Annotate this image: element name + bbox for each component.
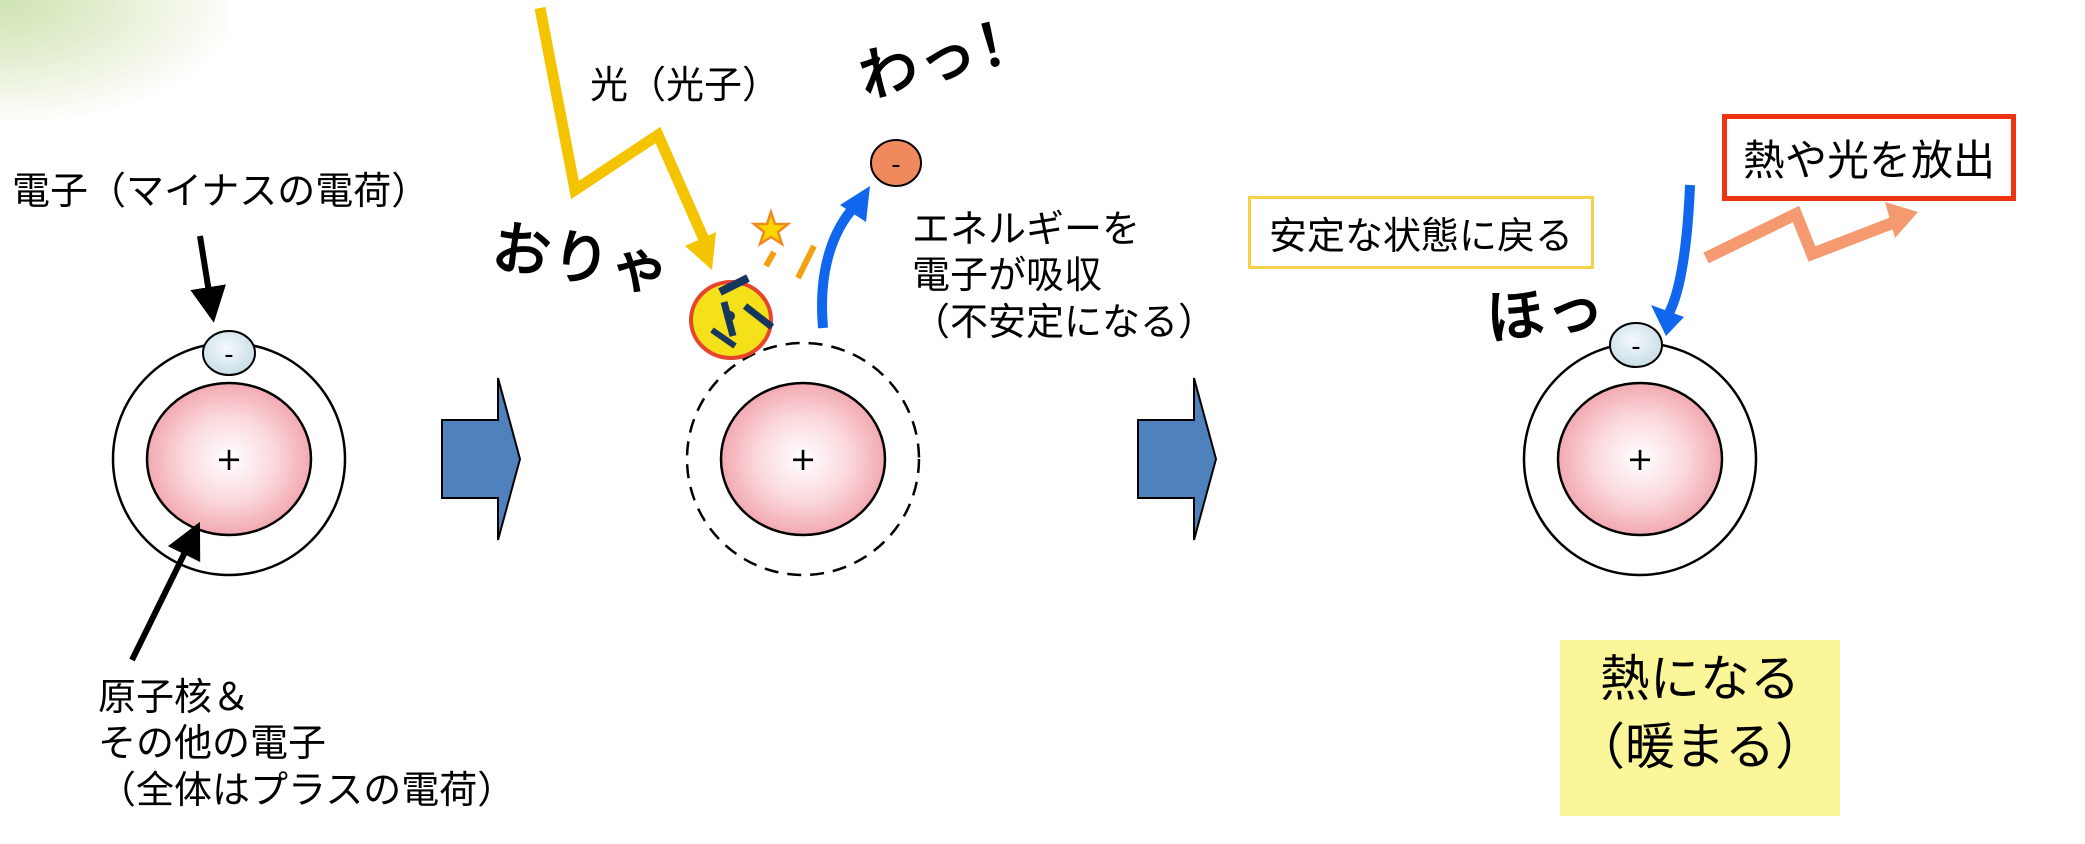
atom-excited-state: +: [685, 341, 921, 577]
corner-decoration: [0, 0, 230, 120]
block-arrow-2: [1137, 377, 1218, 541]
electron-minus-sign: -: [224, 340, 233, 370]
energy-label-line3: （不安定になる）: [912, 299, 1217, 344]
atom-ground-state: + -: [111, 330, 347, 577]
photon-arrow: [534, 6, 712, 247]
heat-box: 熱になる （暖まる）: [1560, 640, 1840, 816]
blue-arrow-up-head: [840, 186, 870, 222]
atom-relaxed-state: + -: [1522, 322, 1758, 577]
nucleus-label: 原子核＆ その他の電子 （全体はプラスの電荷）: [98, 674, 515, 813]
electron-minus-sign: -: [891, 150, 900, 180]
energy-label-line1: エネルギーを: [912, 207, 1141, 251]
spark-mark: [795, 244, 817, 280]
photon-label: 光（光子）: [590, 63, 781, 107]
electron: [202, 330, 256, 376]
nucleus: [719, 381, 887, 537]
photon-arrowhead: [685, 232, 716, 270]
blue-arrow-down-head: [1651, 305, 1684, 336]
pointer-arrow-electron: [190, 235, 226, 323]
nucleus-plus-sign: +: [216, 440, 243, 478]
emission-arrow: [1703, 205, 1898, 264]
blue-arrow-down: [1663, 184, 1695, 318]
collision-burst: [689, 274, 775, 360]
heat-box-line2: （暖まる）: [1575, 717, 1825, 776]
block-arrow-1: [441, 377, 522, 541]
electron-label: 電子（マイナスの電荷）: [12, 169, 430, 213]
emit-box: 熱や光を放出: [1722, 114, 2017, 201]
spark-mark: [763, 250, 777, 268]
nucleus-plus-sign: +: [790, 440, 817, 478]
nucleus-label-line3: （全体はプラスの電荷）: [98, 767, 516, 812]
emission-arrowhead: [1885, 202, 1918, 238]
pointer-arrow-nucleus: [129, 521, 201, 662]
blue-arrow-up: [817, 202, 859, 329]
star-icon: [750, 208, 792, 247]
electron-minus-sign: -: [1631, 332, 1640, 362]
energy-label: エネルギーを 電子が吸収 （不安定になる）: [912, 206, 1216, 345]
nucleus: [145, 381, 313, 537]
nucleus: [1556, 381, 1724, 537]
electron: [1609, 322, 1663, 368]
nucleus-plus-sign: +: [1627, 440, 1654, 478]
nucleus-label-line2: その他の電子: [98, 721, 327, 766]
energy-label-line2: 電子が吸収: [912, 253, 1103, 298]
nucleus-label-line1: 原子核＆: [98, 675, 251, 719]
heat-box-line1: 熱になる: [1600, 650, 1800, 708]
sound-ho: ほっ: [1482, 272, 1610, 354]
electron-excited: [870, 139, 922, 187]
stable-state-box: 安定な状態に戻る: [1248, 196, 1595, 269]
